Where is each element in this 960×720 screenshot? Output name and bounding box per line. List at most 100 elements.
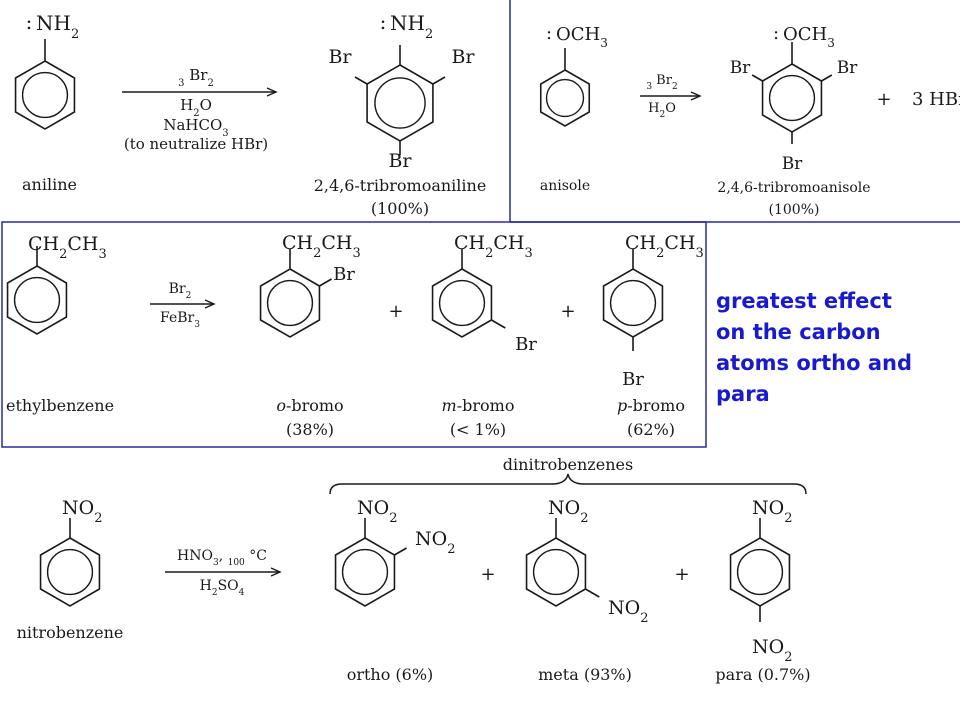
dinitro-product-label-2: meta (93%) [538, 665, 632, 684]
tribromoanisole-methoxy-group-lone-pair: : [773, 23, 779, 44]
ring-tribromoaniline-aromatic-circle [374, 77, 426, 129]
tribromoaniline-br-bottom: Br [388, 150, 412, 172]
ring-meta-dinitro [525, 518, 600, 607]
ring-anisole-aromatic-circle [545, 78, 585, 118]
ring-ortho-bromo [259, 249, 332, 338]
tribromoanisole-br-bottom: Br [782, 154, 803, 174]
ring-ortho-bromo-aromatic-circle [266, 279, 314, 327]
ring-tribromoanisole-bonds [761, 63, 823, 133]
ethylbenzene-name: ethylbenzene [6, 396, 114, 415]
molecules [6, 39, 833, 622]
ring-nitrobenzene-bonds [39, 537, 101, 607]
bond-meta-br [491, 319, 506, 329]
panel-frames [1, 0, 960, 448]
arrow-bromination-ethylbenzene-head [204, 299, 216, 309]
bromo-product-yield-3: (62%) [627, 420, 675, 439]
ortho-ethyl-group: CH2CH3 [282, 232, 361, 261]
aniline-amino-group-lone-pair: : [26, 10, 33, 34]
ring-para-bromo-aromatic-circle [609, 279, 657, 327]
ring-para-dinitro-bonds [729, 537, 791, 607]
note-line-3: atoms ortho and [716, 351, 912, 375]
para-br: Br [622, 369, 644, 390]
bond-tribromoanisole-br-2 [751, 74, 763, 82]
reagent-aniline-water: H2O [180, 96, 212, 119]
arrow-bromination-anisole [640, 91, 702, 101]
arrow-bromination-ethylbenzene [150, 299, 216, 309]
ring-meta-dinitro-aromatic-circle [532, 548, 580, 596]
tribromoanisole-name: 2,4,6-tribromoanisole [717, 180, 870, 196]
aniline-amino-group: NH2 [36, 11, 79, 42]
ortho-nitro-group-1: NO2 [357, 497, 397, 526]
dinitro-product-label-3: para (0.7%) [715, 665, 810, 684]
tribromoaniline-amino-group-lone-pair: : [380, 10, 387, 34]
reagent-nitration-top: HNO3, 100 °C [177, 548, 267, 568]
ring-tribromoanisole [751, 42, 833, 144]
tribromoaniline-yield: (100%) [371, 199, 429, 218]
reagent-anisole-top: 3 Br2 [646, 73, 677, 92]
byproduct-hbr: 3 HBr [912, 89, 960, 110]
anisole-name: anisole [540, 178, 590, 194]
tribromoaniline-br-right: Br [451, 46, 475, 68]
bond-tribromoanisole-br-6 [821, 74, 833, 82]
ring-ortho-dinitro-aromatic-circle [341, 548, 389, 596]
bromo-product-name-2: m-bromo [442, 396, 515, 415]
ring-para-bromo-bonds [602, 268, 664, 338]
ring-anisole [539, 48, 591, 127]
ring-ethylbenzene-bonds [6, 265, 68, 335]
ring-tribromoaniline-bonds [366, 64, 434, 142]
ring-ortho-bromo-bonds [259, 268, 321, 338]
meta-ethyl-group: CH2CH3 [454, 232, 533, 261]
tribromoanisole-br-left: Br [730, 58, 751, 78]
bond-meta-nitro-2 [585, 588, 600, 598]
reagent-ethylbenzene-catalyst: FeBr3 [160, 310, 200, 330]
plus-nitration-2: + [674, 564, 689, 585]
bromo-product-name-3: p-bromo [617, 396, 685, 415]
nitrobenzene-nitro-group: NO2 [62, 497, 102, 526]
arrow-bromination-aniline-head [266, 87, 278, 97]
ring-meta-bromo-bonds [431, 268, 493, 338]
tribromoanisole-yield: (100%) [769, 202, 820, 218]
bond-ortho-br [319, 278, 332, 287]
reagent-anisole-water: H2O [648, 101, 676, 120]
ring-meta-bromo-aromatic-circle [438, 279, 486, 327]
anisole-methoxy-group: OCH3 [556, 24, 608, 50]
tribromoanisole-br-right: Br [837, 58, 858, 78]
ring-para-bromo [602, 249, 664, 351]
bond-ortho-nitro-2 [394, 547, 407, 556]
ring-aniline-aromatic-circle [21, 71, 69, 119]
bromo-product-name-1: o-bromo [276, 396, 343, 415]
meta-nitro-group-1: NO2 [548, 497, 588, 526]
ring-para-dinitro-aromatic-circle [736, 548, 784, 596]
dinitrobenzenes-label: dinitrobenzenes [503, 455, 633, 474]
plus-ethylbenzene-1: + [388, 301, 403, 322]
para-nitro-group-2: NO2 [752, 636, 792, 665]
tribromoaniline-amino-group: NH2 [390, 11, 433, 42]
plus-ethylbenzene-2: + [560, 301, 575, 322]
ortho-br: Br [333, 264, 355, 285]
note-line-2: on the carbon [716, 320, 881, 344]
anisole-methoxy-group-lone-pair: : [546, 23, 552, 44]
bromo-product-yield-2: (< 1%) [450, 420, 506, 439]
frame-ethylbenzene [1, 221, 707, 448]
ring-aniline [14, 39, 76, 130]
para-nitro-group-1: NO2 [752, 497, 792, 526]
reagent-nitration-acid: H2SO4 [200, 578, 245, 598]
ethylbenzene-ethyl-group: CH2CH3 [28, 233, 107, 262]
ring-nitrobenzene-aromatic-circle [46, 548, 94, 596]
reagent-aniline-bicarbonate: NaHCO3 [163, 116, 228, 139]
arrow-nitration [165, 567, 282, 577]
ring-tribromoanisole-aromatic-circle [768, 74, 816, 122]
meta-nitro-group-2: NO2 [608, 597, 648, 626]
arrow-bromination-aniline [122, 87, 278, 97]
arrow-bromination-anisole-head [690, 91, 702, 101]
nitrobenzene-name: nitrobenzene [17, 623, 124, 642]
note-line-4: para [716, 382, 770, 406]
note-line-1: greatest effect [716, 289, 892, 313]
plus-anisole: + [876, 89, 891, 110]
ortho-nitro-group-2: NO2 [415, 528, 455, 557]
bromo-product-yield-1: (38%) [286, 420, 334, 439]
arrows [122, 87, 702, 577]
tribromoanisole-methoxy-group: OCH3 [783, 24, 835, 50]
